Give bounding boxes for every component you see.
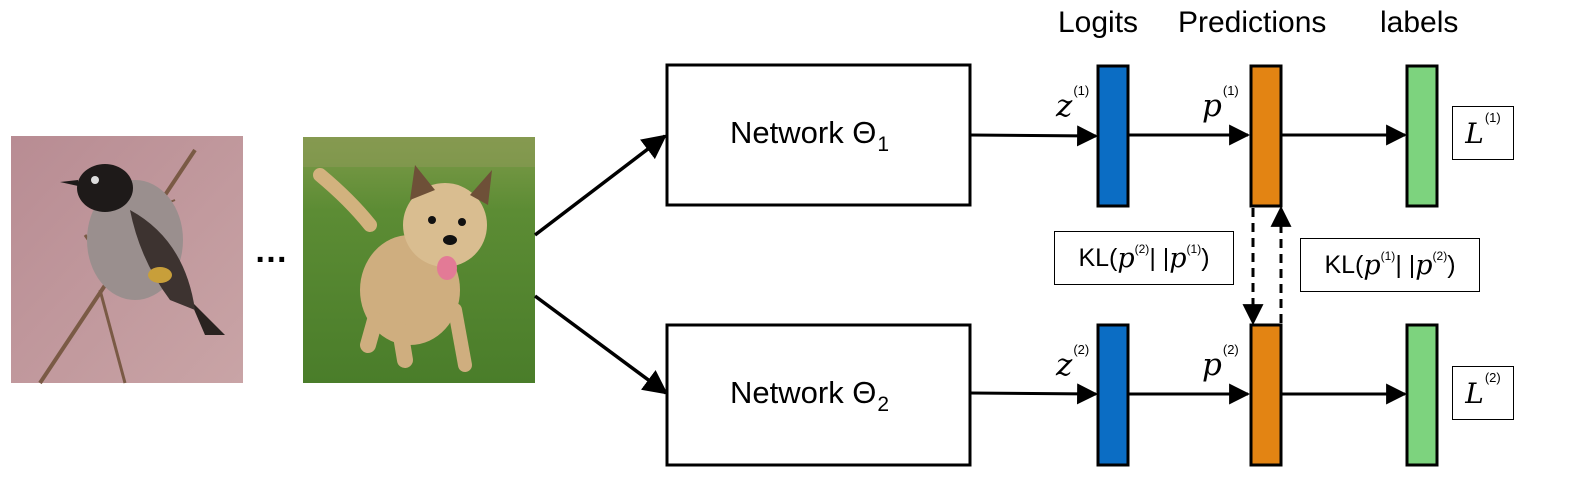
dog-image	[303, 137, 535, 383]
logits-bar-1	[1096, 64, 1130, 208]
kl-2-a-sup: (1)	[1380, 249, 1396, 263]
pred-var-1: p(1)	[1202, 83, 1239, 124]
logit-var-2-sup: (2)	[1073, 341, 1090, 357]
kl-2-prefix: KL(	[1324, 250, 1364, 279]
prediction-bar-2	[1249, 323, 1283, 467]
network-2-subscript: 2	[877, 393, 890, 416]
kl-1-b-sup: (1)	[1186, 242, 1202, 256]
header-predictions: Predictions	[1178, 6, 1327, 39]
network-1-box	[665, 63, 972, 207]
bird-image	[11, 136, 243, 385]
logit-var-1: z(1)	[1056, 83, 1089, 124]
kl-1-prefix: KL(	[1078, 243, 1118, 272]
loss-box-2: L(2)	[1452, 366, 1514, 420]
kl-1-a: p	[1117, 242, 1135, 274]
prediction-bar-1	[1249, 64, 1283, 208]
loss-2: L(2)	[1465, 370, 1500, 410]
loss-1-sym: L	[1465, 116, 1484, 150]
loss-box-1: L(1)	[1452, 106, 1514, 160]
kl-1-sep: | |	[1149, 243, 1170, 272]
arrow-net2-to-logits	[969, 383, 1099, 405]
network-2-name: Network Θ	[730, 375, 877, 410]
kl-2-suffix: )	[1447, 250, 1456, 279]
label-bar-2	[1405, 323, 1439, 467]
pred-var-2-sup: (2)	[1222, 341, 1239, 357]
ellipsis: …	[254, 232, 289, 270]
logit-var-2: z(2)	[1056, 342, 1089, 383]
logits-bar-2	[1096, 323, 1130, 467]
kl-1-suffix: )	[1201, 243, 1210, 272]
logit-var-2-sym: z	[1056, 347, 1073, 383]
label-bar-1	[1405, 64, 1439, 208]
pred-var-2: p(2)	[1202, 342, 1239, 383]
arrow-input-to-net1	[533, 134, 667, 237]
loss-1: L(1)	[1465, 110, 1500, 150]
arrow-net1-to-logits	[969, 125, 1099, 147]
network-2-box	[665, 323, 972, 467]
kl-2-a: p	[1363, 249, 1381, 281]
network-1-subscript: 1	[877, 133, 890, 156]
kl-2-sep: | |	[1395, 250, 1416, 279]
kl-1-a-sup: (2)	[1134, 242, 1150, 256]
arrow-input-to-net2	[533, 294, 668, 395]
network-1-name: Network Θ	[730, 115, 877, 150]
loss-2-sym: L	[1465, 376, 1484, 410]
header-logits: Logits	[1058, 6, 1139, 39]
kl-2-b: p	[1415, 249, 1433, 281]
pred-var-2-sym: p	[1202, 347, 1222, 383]
kl-1-b: p	[1169, 242, 1187, 274]
loss-2-sup: (2)	[1484, 370, 1501, 386]
logit-var-1-sym: z	[1056, 88, 1073, 124]
loss-1-sup: (1)	[1484, 110, 1501, 126]
kl-2-b-sup: (2)	[1432, 249, 1448, 263]
pred-var-1-sym: p	[1202, 88, 1222, 124]
logit-var-1-sup: (1)	[1073, 82, 1090, 98]
kl-box-1-given-2: KL(p(1)| |p(2))	[1300, 238, 1480, 292]
pred-var-1-sup: (1)	[1222, 82, 1239, 98]
kl-box-2-given-1: KL(p(2)| |p(1))	[1054, 231, 1234, 285]
header-labels: labels	[1380, 6, 1459, 39]
